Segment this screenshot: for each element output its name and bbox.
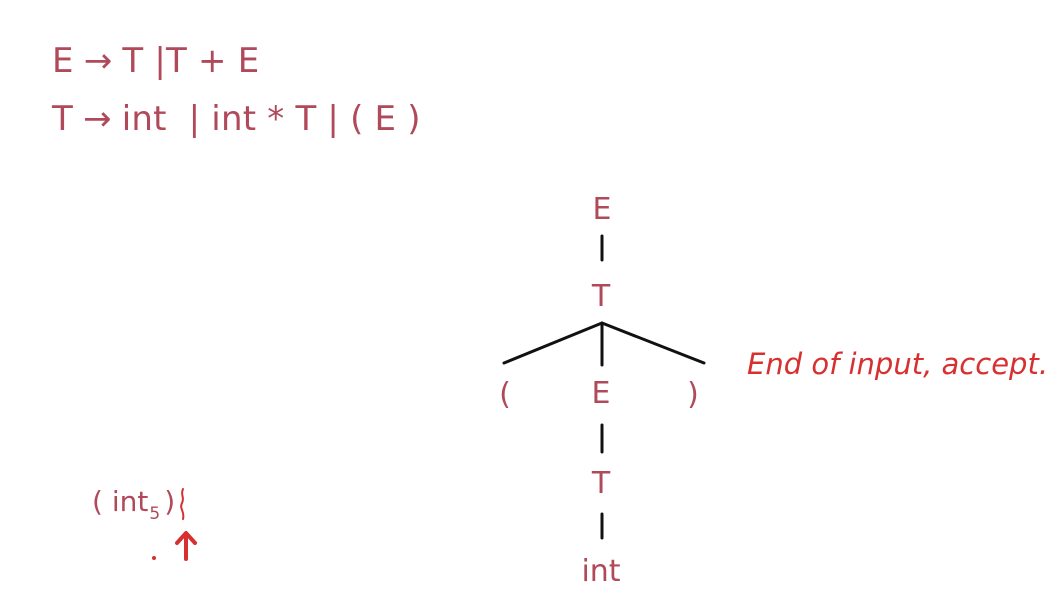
grammar-rule-lhs: E xyxy=(52,41,74,81)
tree-node-e: E xyxy=(591,376,611,411)
edge-t-rparen xyxy=(600,321,706,365)
production-arrow: → xyxy=(83,41,113,81)
input-position-marker xyxy=(180,488,185,520)
grammar-rule-e: E→T |T + E xyxy=(8,10,259,112)
input-token: int xyxy=(111,485,149,518)
input-close-paren: ) xyxy=(164,485,176,518)
tree-node-left-paren: ( xyxy=(499,377,511,412)
input-open-paren: ( xyxy=(92,485,103,518)
input-string: ( int5) xyxy=(92,485,176,523)
up-arrow-icon xyxy=(175,531,197,561)
production-arrow: → xyxy=(83,99,112,139)
grammar-rule-t: T→int | int * T | ( E ) xyxy=(8,68,421,170)
tree-node-t: T xyxy=(591,279,611,314)
tree-node-int: int xyxy=(581,554,621,589)
tree-node-t-child: T xyxy=(591,466,611,501)
input-token-subscript: 5 xyxy=(149,504,161,524)
pointer-dot xyxy=(152,556,156,560)
tree-node-right-paren: ) xyxy=(687,377,699,412)
edge-t-lparen xyxy=(502,321,604,365)
grammar-rule-rhs: int | int * T | ( E ) xyxy=(121,99,421,139)
grammar-rule-lhs: T xyxy=(52,99,73,139)
parser-status-message: End of input, accept. xyxy=(747,347,1046,381)
grammar-rule-rhs: T |T + E xyxy=(122,41,260,81)
tree-node-e-root: E xyxy=(592,192,612,227)
